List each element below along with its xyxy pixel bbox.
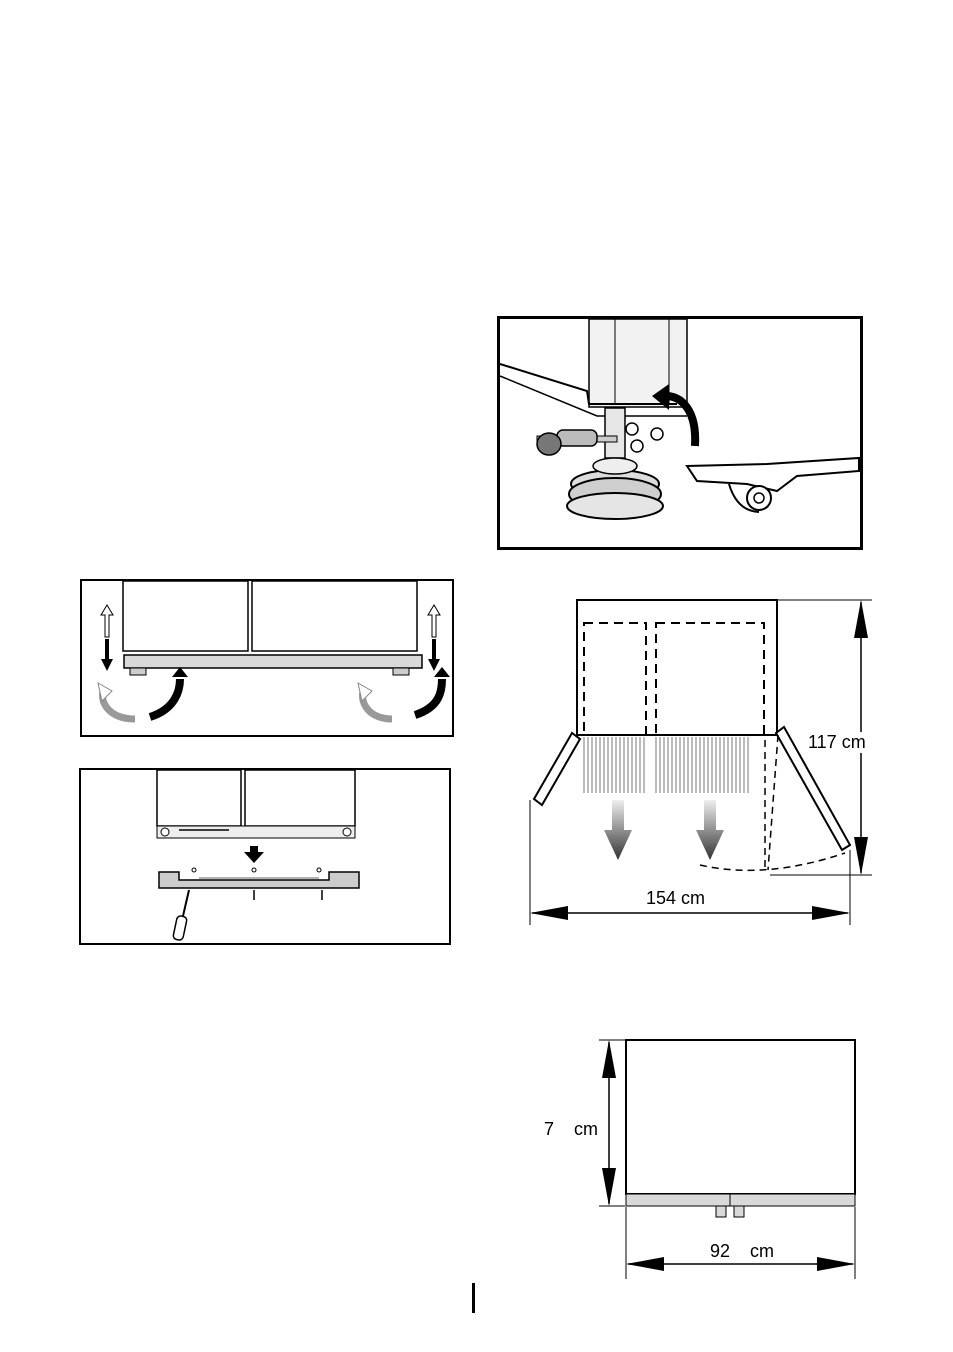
door-opening-dimensions-diagram xyxy=(520,595,880,935)
front-height-label: 7 cm xyxy=(544,1119,598,1140)
depth-width-label: 154 cm xyxy=(646,888,705,909)
page-marker xyxy=(472,1283,475,1313)
front-width-label: 92 cm xyxy=(710,1241,774,1262)
depth-height-label: 117 cm xyxy=(806,732,868,753)
leveling-foot-illustration xyxy=(497,316,863,550)
plinth-removal-illustration xyxy=(79,768,452,946)
feet-adjustment-illustration xyxy=(80,579,455,738)
